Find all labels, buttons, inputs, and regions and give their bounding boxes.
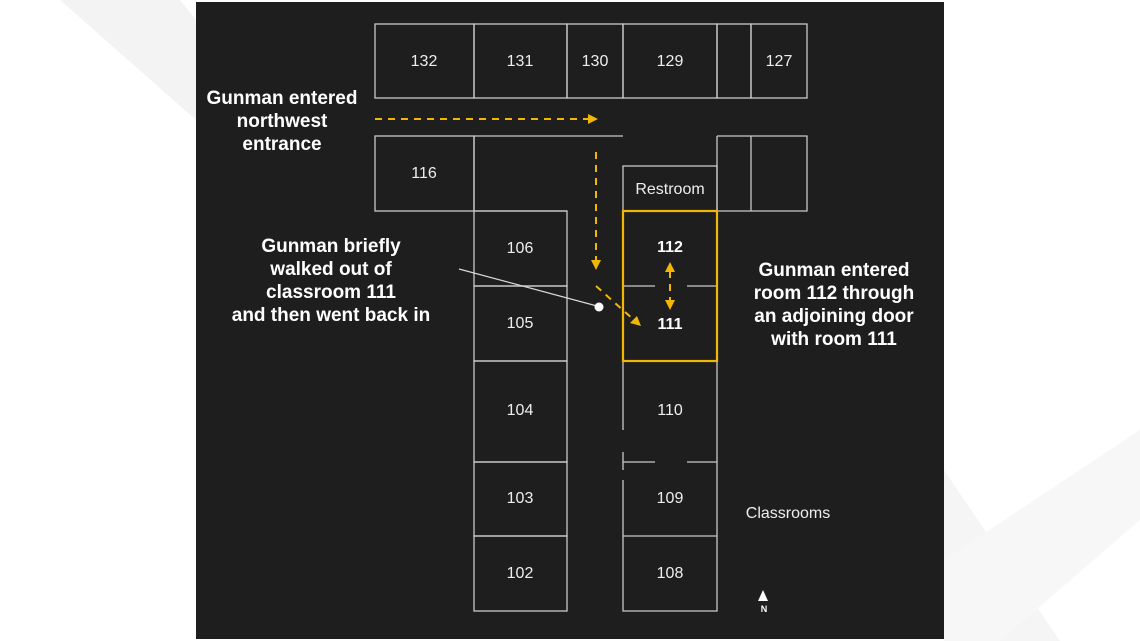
annotation-adjoining-line4: with room 111 xyxy=(770,329,897,350)
annotation-adjoining-line3: an adjoining door xyxy=(754,306,914,327)
label-132: 132 xyxy=(411,53,438,70)
annotation-entered-line2: northwest xyxy=(237,111,328,132)
label-131: 131 xyxy=(507,53,534,70)
floor-plan-panel xyxy=(196,2,944,639)
room-102 xyxy=(473,535,568,612)
legend-classrooms: Classrooms xyxy=(746,505,830,522)
label-116: 116 xyxy=(411,165,437,182)
annotation-adjoining-line2: room 112 through xyxy=(754,283,914,304)
label-129: 129 xyxy=(657,53,684,70)
label-105: 105 xyxy=(507,315,534,332)
annotation-briefly-line1: Gunman briefly xyxy=(261,236,401,257)
room-unlabeled-top xyxy=(716,23,752,99)
arrowhead-south-icon xyxy=(591,260,601,270)
label-103: 103 xyxy=(507,490,534,507)
label-104: 104 xyxy=(507,402,534,419)
label-127: 127 xyxy=(766,53,793,70)
annotation-adjoining-line1: Gunman entered xyxy=(759,260,910,281)
arrowhead-east-icon xyxy=(588,114,598,124)
arrowhead-up-icon xyxy=(665,262,675,272)
svg-text:N: N xyxy=(761,604,768,614)
highlight-rooms-112-111 xyxy=(621,209,719,363)
label-109: 109 xyxy=(657,490,684,507)
label-110: 110 xyxy=(657,402,683,419)
room-127 xyxy=(750,23,808,99)
annotation-leader-line xyxy=(458,268,598,307)
label-106: 106 xyxy=(507,240,534,257)
floor-plan: 132 131 130 129 127 116 Restroom 106 105… xyxy=(207,23,914,614)
label-restroom: Restroom xyxy=(635,181,704,198)
location-dot-icon xyxy=(594,302,604,312)
label-130: 130 xyxy=(582,53,609,70)
label-102: 102 xyxy=(507,565,534,582)
annotation-entered-line3: entrance xyxy=(242,134,321,155)
annotation-briefly-line4: and then went back in xyxy=(232,305,430,326)
annotation-briefly-line3: classroom 111 xyxy=(266,282,396,303)
arrowhead-southeast-icon xyxy=(630,316,641,326)
annotation-briefly-line2: walked out of xyxy=(269,259,392,280)
path-into-111 xyxy=(595,285,635,321)
north-arrow-icon: N xyxy=(758,590,768,614)
label-111: 111 xyxy=(658,316,683,333)
annotation-entered-line1: Gunman entered xyxy=(207,88,358,109)
label-108: 108 xyxy=(657,565,684,582)
arrowhead-down-icon xyxy=(665,300,675,310)
label-112: 112 xyxy=(657,239,683,256)
